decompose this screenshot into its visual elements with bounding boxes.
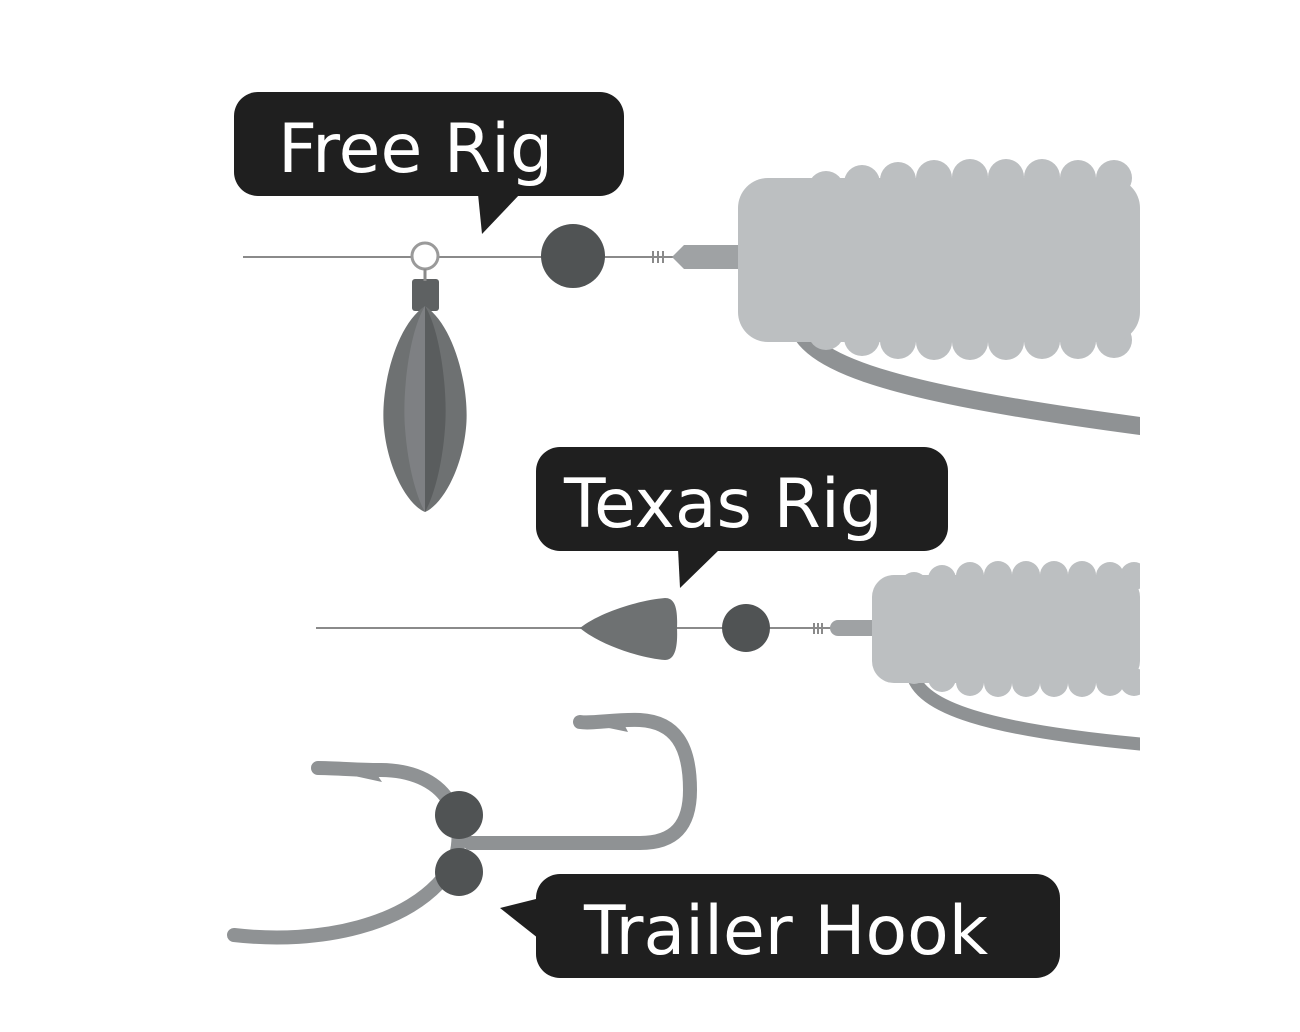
trailer-hook-icon [227, 761, 466, 945]
free-rig-callout: Free Rig [234, 92, 624, 234]
swivel-ring-icon [410, 241, 440, 271]
texas-rig-hook-bend-icon [905, 665, 1147, 751]
texas-rig-hook-eye-icon [830, 620, 880, 636]
free-rig-label: Free Rig [278, 110, 553, 189]
bullet-sinker-icon [580, 598, 678, 660]
trailer-bead-top-icon [435, 791, 483, 839]
texas-rig-group: Texas Rig [316, 447, 1200, 770]
free-rig-group: Free Rig [234, 92, 1200, 512]
free-rig-knot-icon [652, 251, 664, 263]
trailer-hook-group: Trailer Hook [227, 712, 1060, 978]
free-rig-hook-eye-icon [672, 245, 740, 269]
upper-hook-icon [463, 712, 698, 850]
sinker-cap [412, 279, 439, 311]
free-rig-bead-icon [541, 224, 605, 288]
texas-rig-callout: Texas Rig [536, 447, 948, 588]
texas-rig-knot-icon [813, 623, 823, 634]
free-rig-sinker-icon [383, 306, 467, 512]
trailer-hook-callout: Trailer Hook [500, 874, 1060, 978]
trailer-bead-bottom-icon [435, 848, 483, 896]
texas-rig-bead-icon [722, 604, 770, 652]
free-rig-worm-icon [738, 159, 1140, 360]
texas-rig-worm-icon [872, 561, 1148, 697]
texas-rig-label: Texas Rig [563, 465, 883, 544]
trailer-hook-label: Trailer Hook [583, 892, 989, 971]
